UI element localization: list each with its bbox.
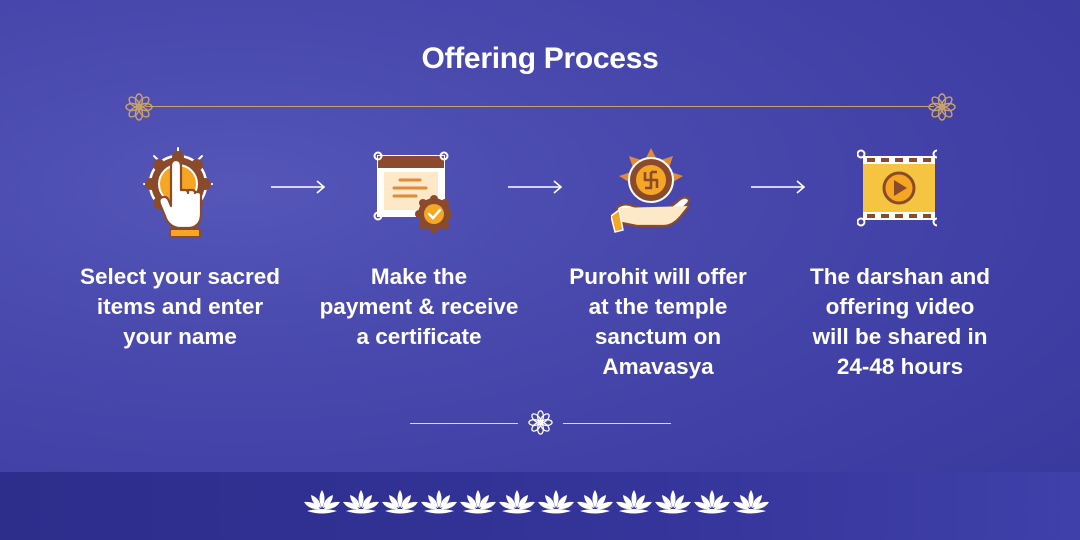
video-play-icon xyxy=(857,149,937,227)
step-4-line-2: offering video xyxy=(825,294,975,319)
certificate-icon xyxy=(373,151,452,233)
mandala-left-icon xyxy=(125,93,153,121)
step-4-line-4: 24-48 hours xyxy=(836,354,964,379)
step-4-line-3: will be shared in xyxy=(812,324,988,349)
step-4-line-1: The darshan and xyxy=(809,264,991,289)
step-1-line-1: Select your sacred xyxy=(79,264,281,289)
lotus-icon xyxy=(577,490,613,514)
lotus-icon xyxy=(694,490,730,514)
top-divider xyxy=(146,106,934,107)
bottom-divider-left xyxy=(410,423,518,424)
page-title: Offering Process xyxy=(421,42,659,75)
step-1-line-3: your name xyxy=(123,324,237,349)
arrow-right-icon xyxy=(751,180,806,194)
step-2-line-1: Make the xyxy=(370,264,468,289)
tap-finger-icon xyxy=(143,147,213,238)
step-3-text: Purohit will offer at the temple sanctum… xyxy=(538,262,778,382)
step-1-text: Select your sacred items and enter your … xyxy=(60,262,300,352)
lotus-icon xyxy=(655,490,691,514)
lotus-icon xyxy=(538,490,574,514)
lotus-icon xyxy=(343,490,379,514)
lotus-icon xyxy=(499,490,535,514)
step-3-line-1: Purohit will offer xyxy=(569,264,747,289)
step-2-text: Make the payment & receive a certificate xyxy=(299,262,539,352)
step-3-line-4: Amavasya xyxy=(602,354,714,379)
arrow-right-icon xyxy=(508,180,563,194)
lotus-icon xyxy=(421,490,457,514)
step-1-line-2: items and enter xyxy=(96,294,264,319)
step-3-line-2: at the temple xyxy=(588,294,728,319)
step-4-text: The darshan and offering video will be s… xyxy=(780,262,1020,382)
footer-band xyxy=(0,472,1080,540)
lotus-icon xyxy=(304,490,340,514)
step-2-line-3: a certificate xyxy=(356,324,482,349)
bottom-divider-right xyxy=(563,423,671,424)
offering-hand-icon xyxy=(611,148,691,233)
lotus-icon xyxy=(460,490,496,514)
mandala-center-icon xyxy=(528,410,553,435)
lotus-border xyxy=(303,488,770,518)
step-2-line-2: payment & receive xyxy=(319,294,519,319)
lotus-icon xyxy=(733,490,769,514)
arrow-right-icon xyxy=(271,180,326,194)
lotus-icon xyxy=(616,490,652,514)
mandala-right-icon xyxy=(928,93,956,121)
lotus-icon xyxy=(382,490,418,514)
step-3-line-3: sanctum on xyxy=(594,324,722,349)
